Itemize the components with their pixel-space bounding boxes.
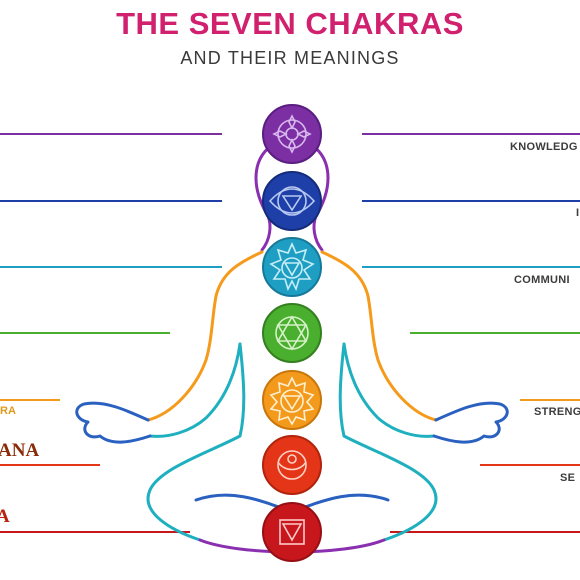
figure-shoulder-right: [320, 250, 438, 422]
chakra-label-2: I: [576, 207, 580, 219]
chakra-4: [262, 303, 322, 363]
left-label-small: RA: [0, 405, 16, 417]
chakra-7: [262, 502, 322, 562]
page-subtitle: AND THEIR MEANINGS: [180, 48, 400, 68]
figure-shoulder-left: [146, 250, 264, 422]
left-label-bottom: A: [0, 506, 10, 527]
third-eye-icon: [268, 186, 316, 216]
root-icon: [279, 519, 305, 545]
figure-arm-right-inner: [342, 342, 436, 438]
meaning-lines: [0, 133, 580, 533]
chakra-1: [262, 104, 322, 164]
figure-torso-left: [146, 342, 246, 542]
throat-lotus-icon: [269, 242, 315, 292]
chakra-label-5: STRENG: [534, 406, 580, 418]
solar-plexus-icon: [269, 376, 315, 426]
chakra-5: [262, 370, 322, 430]
chakra-label-1: KNOWLEDG: [510, 141, 578, 153]
chakra-3: [262, 237, 322, 297]
figure-head: [254, 138, 294, 252]
sacral-icon: [277, 450, 307, 480]
figure-hand-right: [432, 401, 509, 444]
chakra-6: [262, 435, 322, 495]
chakra-label-3: COMMUNI: [514, 274, 570, 286]
heart-star-icon: [275, 315, 309, 351]
figure-torso-right: [338, 342, 438, 542]
chakra-2: [262, 171, 322, 231]
figure-hand-left: [75, 401, 152, 444]
crown-lotus-icon: [272, 114, 312, 154]
page-title: THE SEVEN CHAKRAS: [116, 6, 464, 41]
figure-arm-left-inner: [148, 342, 242, 438]
figure-head-right: [290, 138, 330, 252]
chakra-label-6: SE: [560, 472, 576, 484]
left-label-big: ANA: [0, 440, 40, 461]
